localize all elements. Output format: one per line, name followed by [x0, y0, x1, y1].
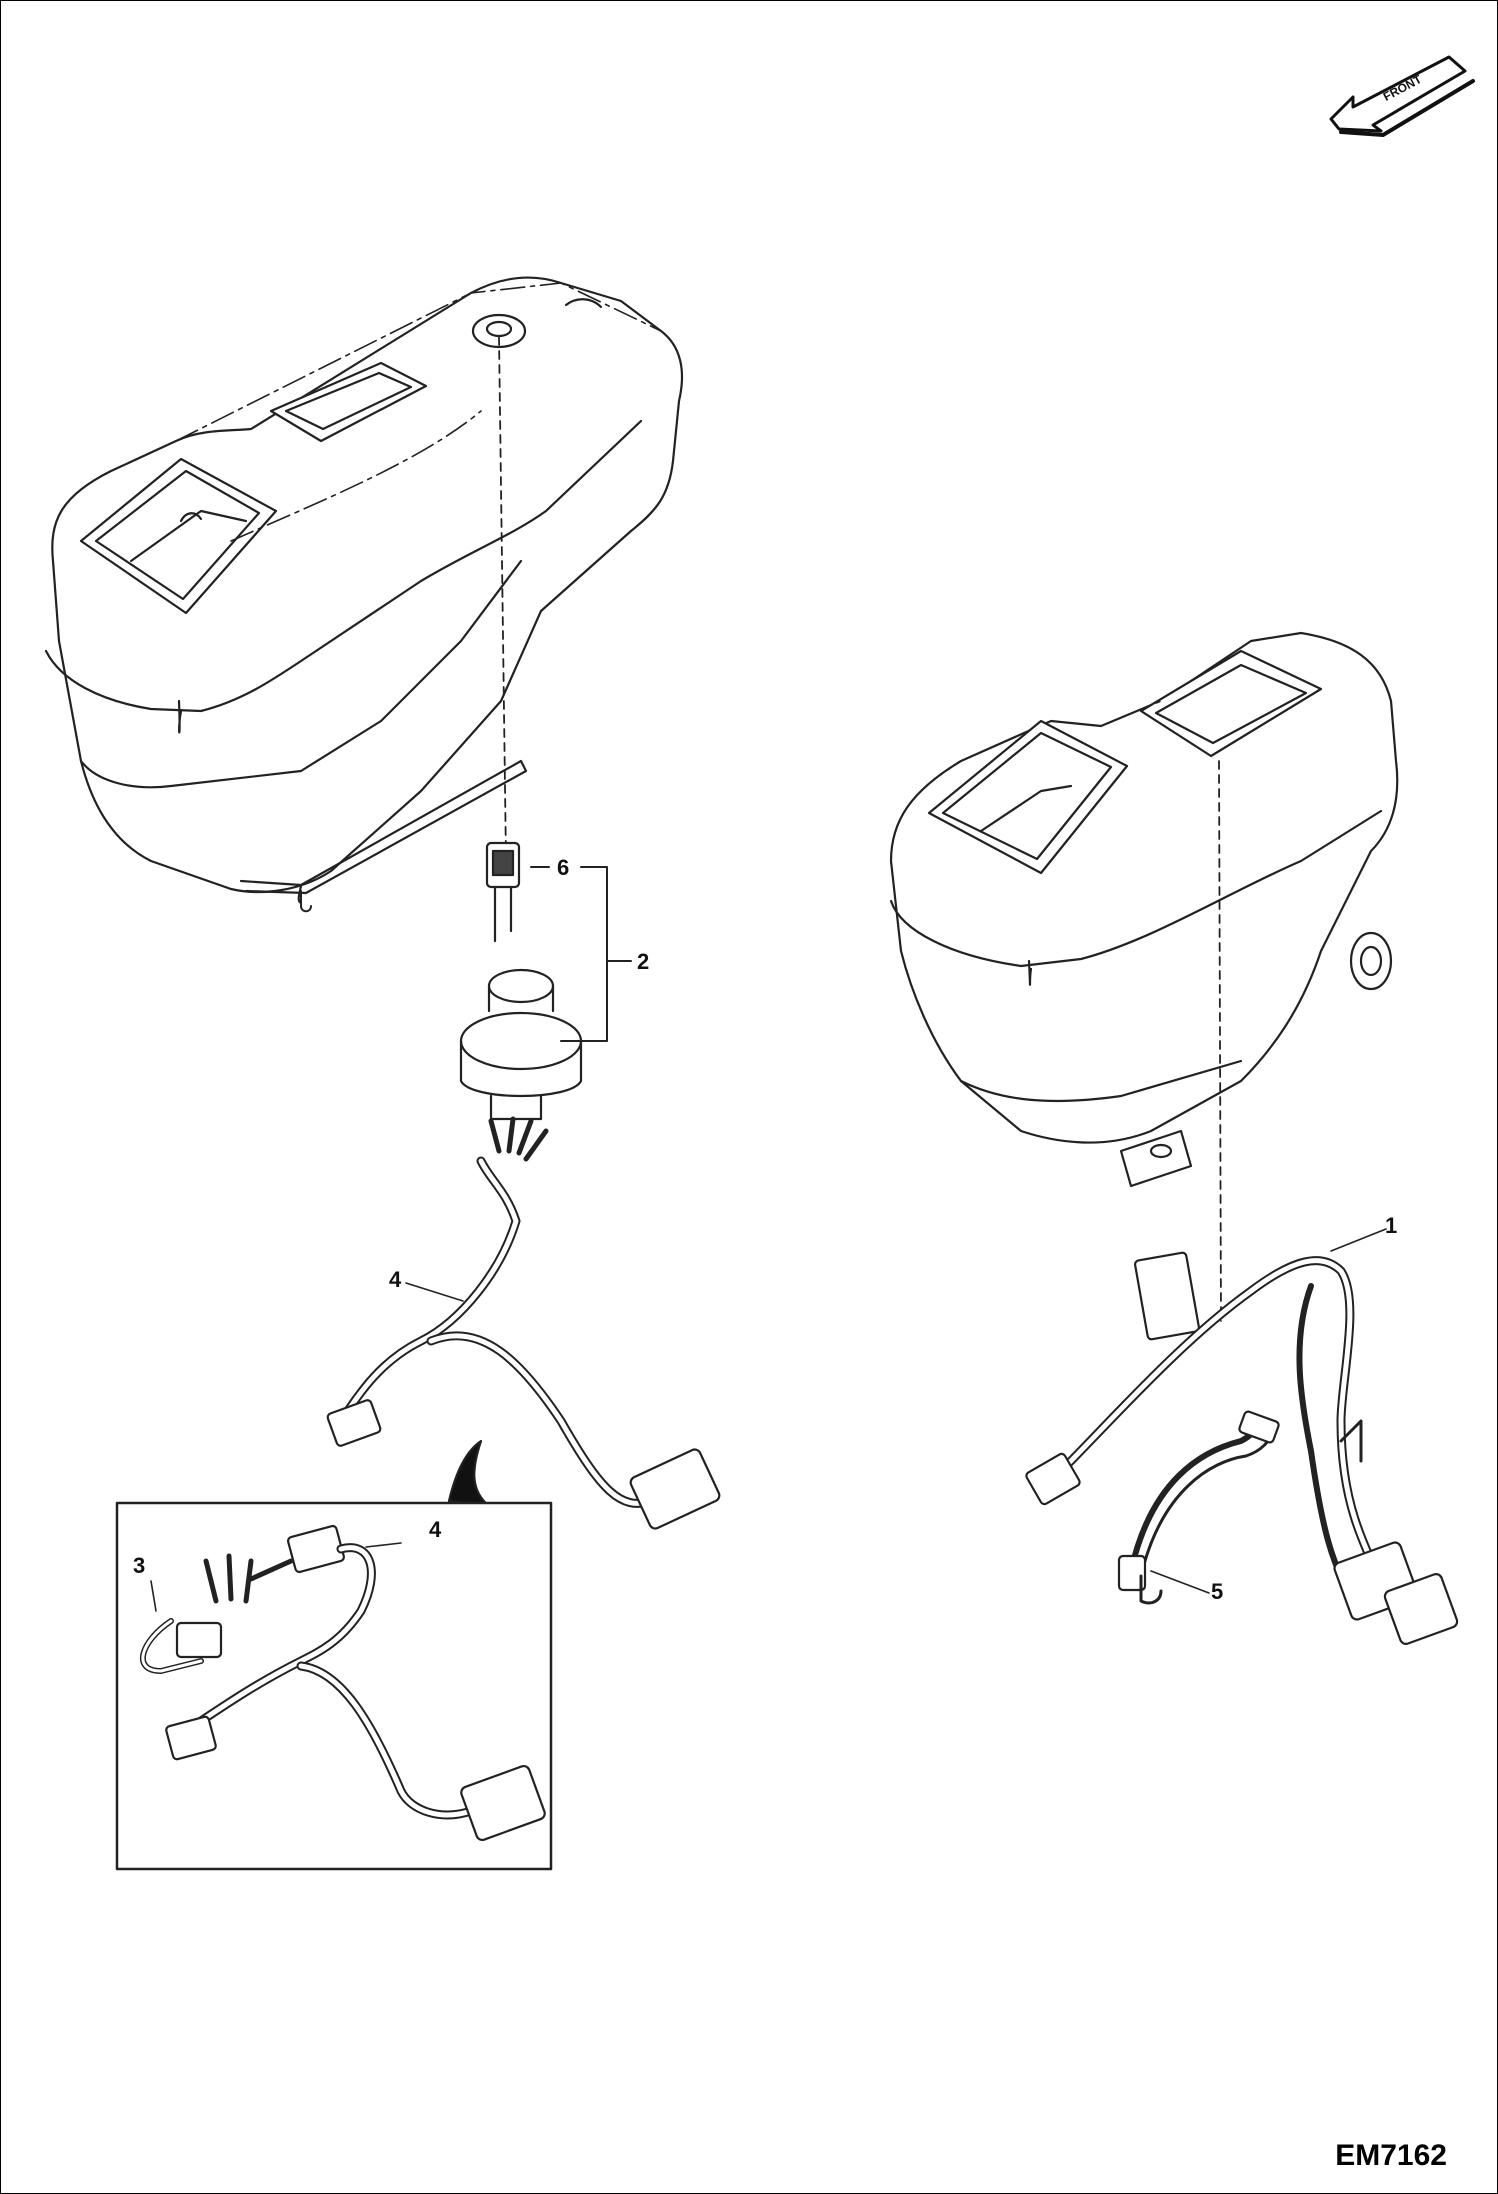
ignition-key: [485, 841, 521, 943]
callout-4-inset: 4: [429, 1517, 442, 1542]
assembly-line-key: [498, 336, 507, 862]
callout-1: 1: [1385, 1213, 1398, 1238]
callout-6: 6: [557, 855, 570, 880]
detail-pointer-icon: [447, 1439, 491, 1508]
callout-3: 3: [133, 1553, 146, 1578]
left-console-housing: [44, 276, 684, 905]
drawing-code: EM7162: [1335, 2139, 1447, 2172]
wiring-harness-1: [1025, 1228, 1459, 1645]
assembly-line-right: [1218, 760, 1222, 1322]
front-direction-arrow-icon: FRONT: [1329, 55, 1475, 137]
callout-4-main: 4: [389, 1267, 402, 1292]
callout-5: 5: [1211, 1579, 1224, 1604]
ignition-switch: [459, 968, 583, 1121]
wiring-harness-4: [326, 1116, 721, 1530]
right-console-housing: [889, 631, 1399, 1188]
detail-inset: [115, 1501, 553, 1871]
callout-2: 2: [637, 949, 650, 974]
